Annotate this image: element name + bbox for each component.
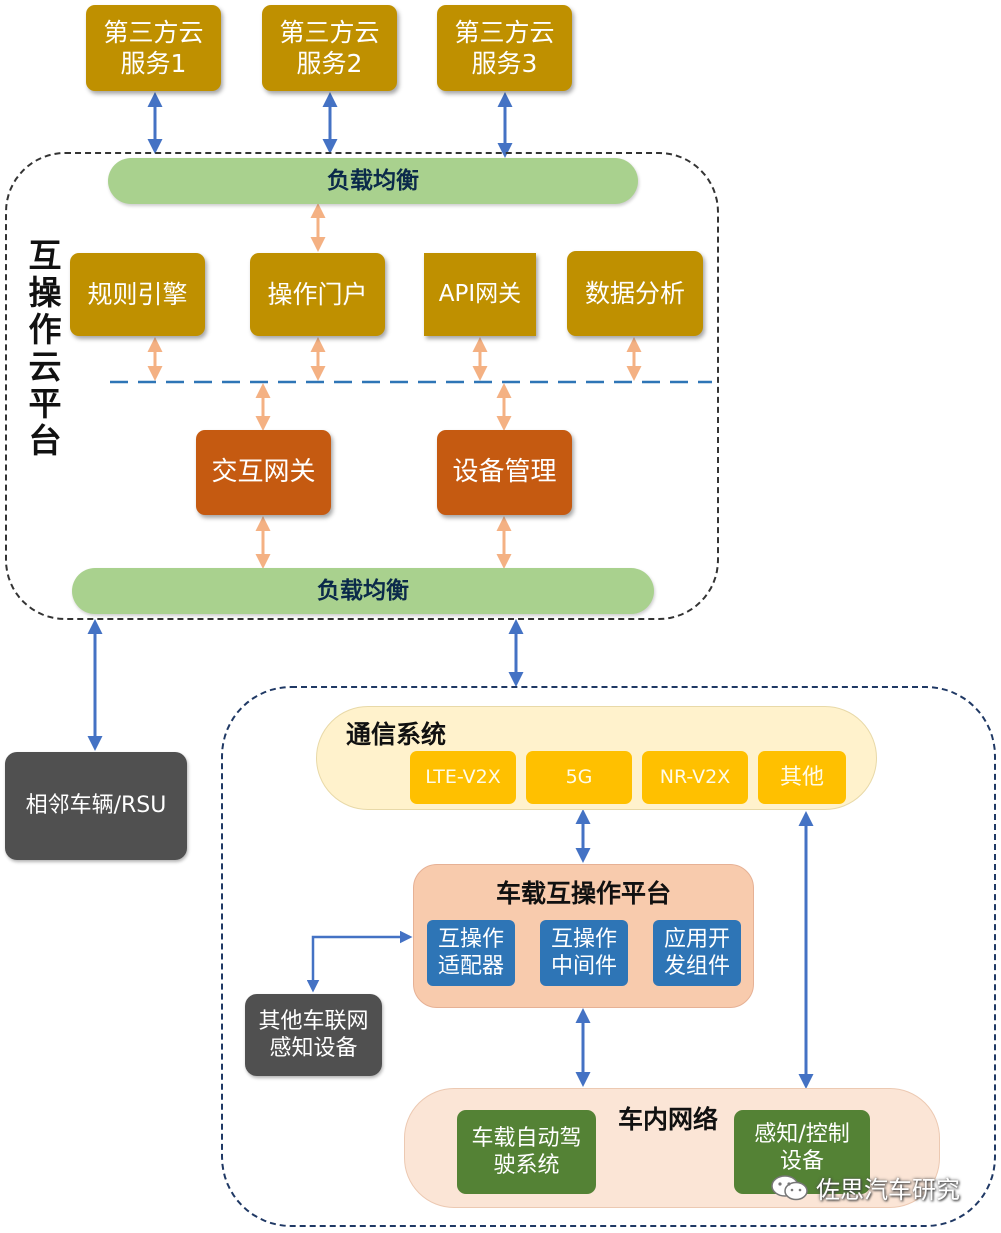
arrow-adapter-other — [306, 930, 413, 993]
comm-other: 其他 — [758, 751, 846, 804]
app-dev-component: 应用开 发组件 — [653, 920, 741, 986]
watermark-text: 佐思汽车研究 — [816, 1176, 960, 1204]
in-vehicle-title: 车内网络 — [618, 1105, 719, 1134]
cloud-service-1: 第三方云 服务1 — [86, 5, 221, 91]
other-sensing-devices: 其他车联网 感知设备 — [245, 994, 382, 1076]
module-api-gateway: API网关 — [424, 253, 536, 336]
comm-system-title: 通信系统 — [346, 720, 447, 749]
cloud-service-3: 第三方云 服务3 — [437, 5, 572, 91]
comm-5g: 5G — [526, 751, 632, 804]
wechat-icon — [771, 1174, 808, 1200]
vehicle-boundary — [221, 686, 996, 1227]
comm-lte-v2x: LTE-V2X — [410, 751, 516, 804]
cloud-service-2: 第三方云 服务2 — [262, 5, 397, 91]
vehicle-platform-title: 车载互操作平台 — [495, 879, 671, 908]
watermark: 佐思汽车研究 — [770, 1170, 960, 1205]
autonomous-driving-system: 车载自动驾 驶系统 — [457, 1110, 596, 1194]
comm-nr-v2x: NR-V2X — [642, 751, 748, 804]
module-rule-engine: 规则引擎 — [70, 253, 205, 336]
interop-adapter: 互操作 适配器 — [427, 920, 515, 986]
cloud-platform-title: 互操作云平台 — [23, 238, 62, 460]
neighbor-vehicle-rsu: 相邻车辆/RSU — [5, 752, 187, 860]
sensing-control-device: 感知/控制 设备 — [734, 1110, 870, 1194]
interaction-gateway: 交互网关 — [196, 430, 331, 515]
interop-middleware: 互操作 中间件 — [540, 920, 628, 986]
module-operation-portal: 操作门户 — [250, 253, 385, 336]
module-data-analysis: 数据分析 — [567, 251, 703, 336]
device-management: 设备管理 — [437, 430, 572, 515]
cloud-platform-boundary — [5, 152, 719, 620]
load-balance-top: 负载均衡 — [108, 158, 638, 204]
load-balance-bottom: 负载均衡 — [72, 568, 654, 614]
